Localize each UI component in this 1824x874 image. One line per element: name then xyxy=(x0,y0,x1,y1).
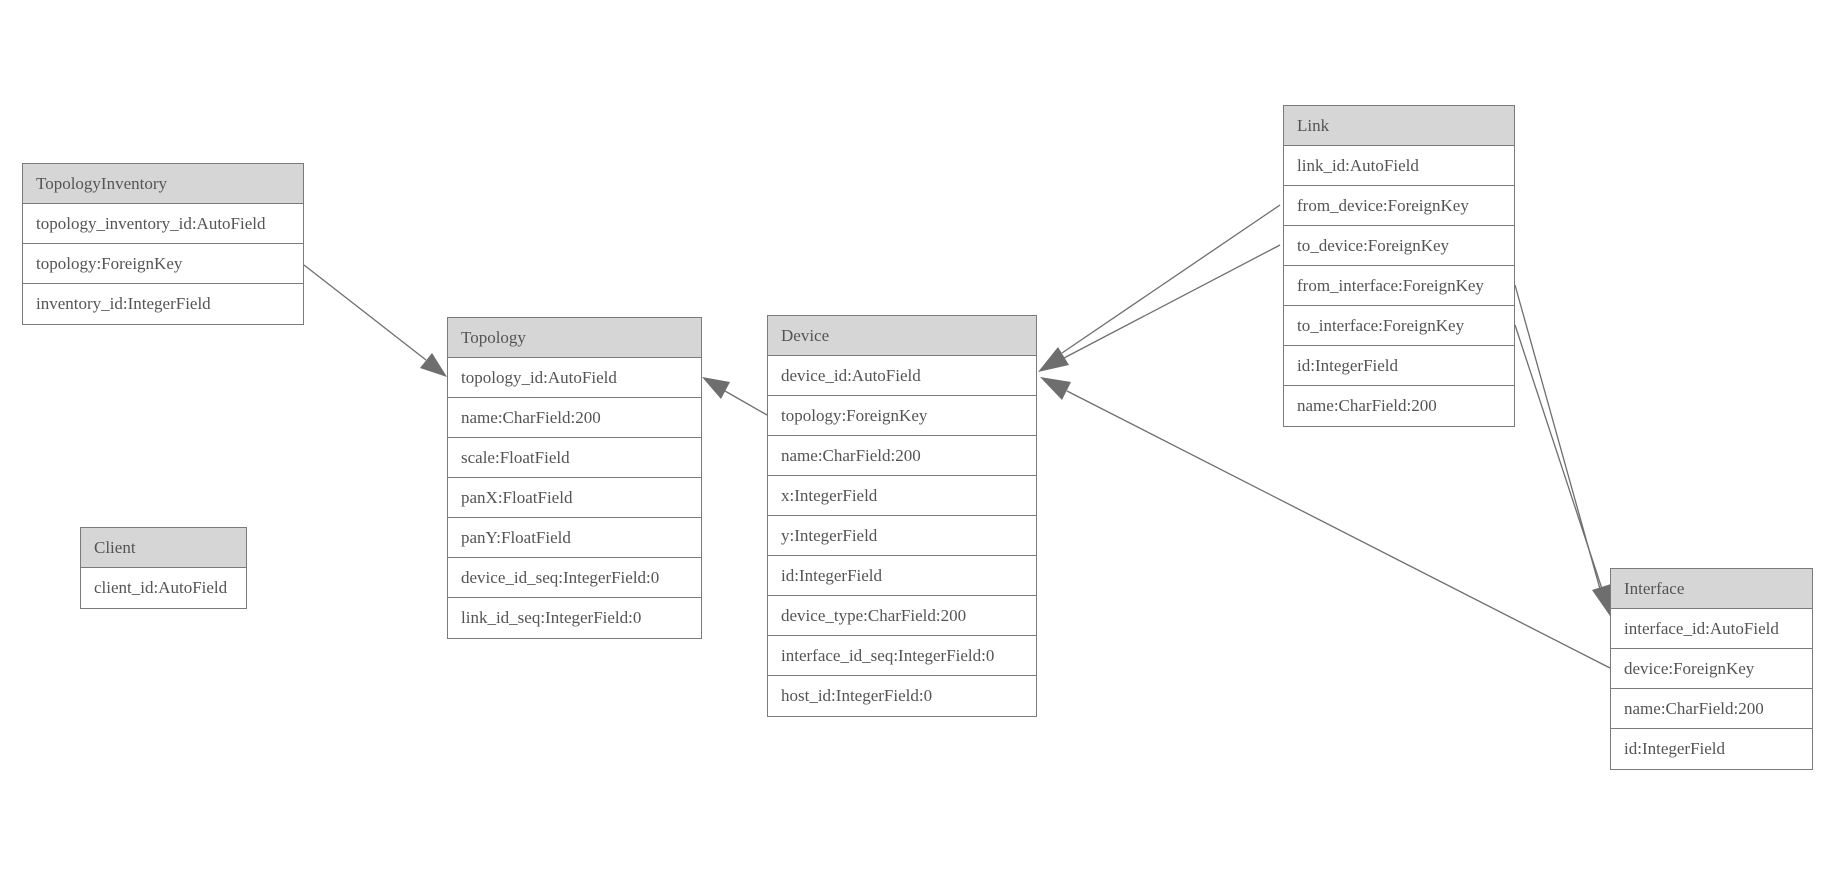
entity-field: id:IntegerField xyxy=(1611,729,1812,769)
entity-title: Client xyxy=(81,528,246,568)
entity-field: device:ForeignKey xyxy=(1611,649,1812,689)
relationship-line-device-topology xyxy=(724,390,768,416)
entity-field: from_device:ForeignKey xyxy=(1284,186,1514,226)
entity-field: id:IntegerField xyxy=(768,556,1036,596)
entity-device[interactable]: Device device_id:AutoField topology:Fore… xyxy=(767,315,1037,717)
entity-field: device_type:CharField:200 xyxy=(768,596,1036,636)
entity-field: topology_id:AutoField xyxy=(448,358,701,398)
entity-title: Topology xyxy=(448,318,701,358)
entity-interface[interactable]: Interface interface_id:AutoField device:… xyxy=(1610,568,1813,770)
entity-topology-inventory[interactable]: TopologyInventory topology_inventory_id:… xyxy=(22,163,304,325)
entity-field: id:IntegerField xyxy=(1284,346,1514,386)
arrowhead-link-device xyxy=(1038,347,1069,372)
entity-field: name:CharField:200 xyxy=(768,436,1036,476)
entity-field: name:CharField:200 xyxy=(448,398,701,438)
entity-field: inventory_id:IntegerField xyxy=(23,284,303,324)
entity-field: panX:FloatField xyxy=(448,478,701,518)
entity-field: topology:ForeignKey xyxy=(23,244,303,284)
arrowhead-device-topology xyxy=(702,377,730,399)
entity-link[interactable]: Link link_id:AutoField from_device:Forei… xyxy=(1283,105,1515,427)
entity-field: to_device:ForeignKey xyxy=(1284,226,1514,266)
entity-field: name:CharField:200 xyxy=(1284,386,1514,426)
entity-field: device_id:AutoField xyxy=(768,356,1036,396)
entity-field: panY:FloatField xyxy=(448,518,701,558)
entity-field: scale:FloatField xyxy=(448,438,701,478)
entity-field: client_id:AutoField xyxy=(81,568,246,608)
arrowhead-topologyinventory-topology xyxy=(420,353,447,377)
entity-field: interface_id:AutoField xyxy=(1611,609,1812,649)
relationship-line-interface-device xyxy=(1066,390,1611,669)
relationship-line-topologyinventory-topology xyxy=(303,264,427,361)
entity-field: from_interface:ForeignKey xyxy=(1284,266,1514,306)
entity-field: link_id:AutoField xyxy=(1284,146,1514,186)
entity-field: link_id_seq:IntegerField:0 xyxy=(448,598,701,638)
entity-field: topology_inventory_id:AutoField xyxy=(23,204,303,244)
entity-field: host_id:IntegerField:0 xyxy=(768,676,1036,716)
entity-topology[interactable]: Topology topology_id:AutoField name:Char… xyxy=(447,317,702,639)
arrowhead-link-interface xyxy=(1592,584,1611,616)
relationship-line-link-fromdevice-device xyxy=(1061,204,1281,354)
entity-title: Interface xyxy=(1611,569,1812,609)
entity-field: y:IntegerField xyxy=(768,516,1036,556)
relationship-line-link-todevice-device xyxy=(1063,244,1281,359)
entity-field: device_id_seq:IntegerField:0 xyxy=(448,558,701,598)
entity-title: Device xyxy=(768,316,1036,356)
entity-field: interface_id_seq:IntegerField:0 xyxy=(768,636,1036,676)
entity-field: topology:ForeignKey xyxy=(768,396,1036,436)
entity-title: Link xyxy=(1284,106,1514,146)
entity-field: to_interface:ForeignKey xyxy=(1284,306,1514,346)
entity-title: TopologyInventory xyxy=(23,164,303,204)
relationship-line-link-tointerface-interface xyxy=(1514,324,1604,593)
entity-field: x:IntegerField xyxy=(768,476,1036,516)
entity-client[interactable]: Client client_id:AutoField xyxy=(80,527,247,609)
arrowhead-interface-device xyxy=(1040,377,1071,400)
entity-field: name:CharField:200 xyxy=(1611,689,1812,729)
